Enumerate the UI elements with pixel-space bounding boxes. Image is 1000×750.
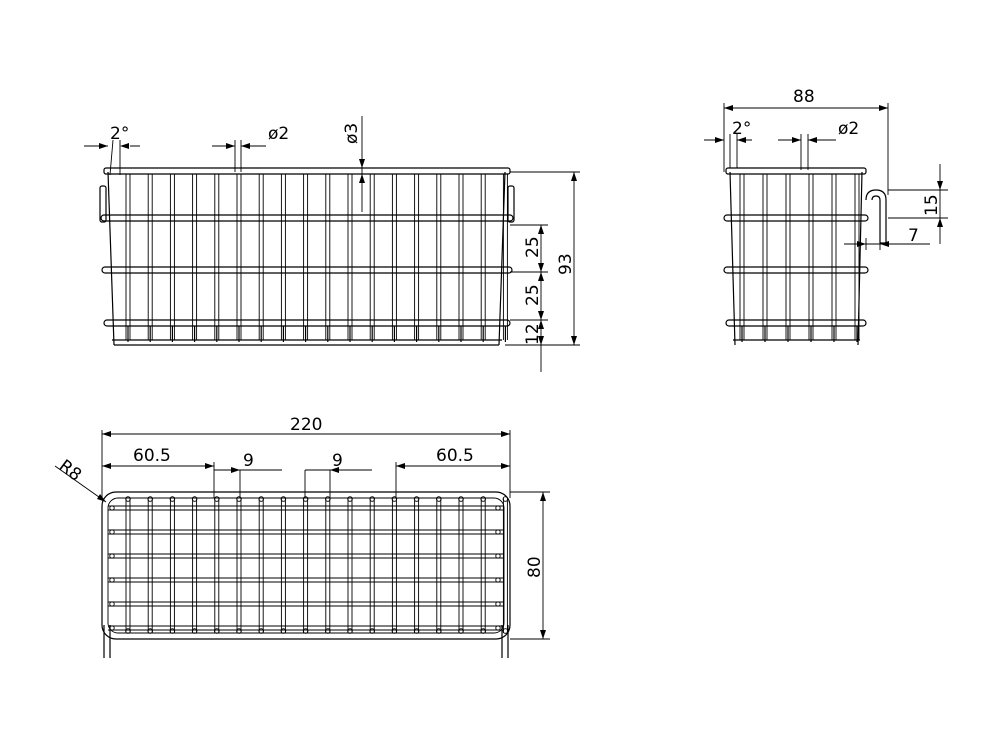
top-cross-end — [495, 601, 501, 607]
side-vertical-wires — [739, 174, 860, 340]
side-basket-frame — [723, 167, 887, 346]
top-wire-end — [502, 628, 509, 634]
top-cross-end — [495, 505, 501, 511]
top-wire-end — [280, 628, 287, 634]
top-wire-end — [191, 496, 198, 502]
top-wire-end — [325, 496, 331, 502]
top-wire-end — [147, 628, 153, 634]
front-wire-diameter-label: ø2 — [268, 124, 289, 144]
top-wire-end — [347, 628, 353, 634]
front-vertical-wires — [125, 174, 508, 340]
side-angle-dimension: 2° — [704, 119, 752, 168]
top-spacing-dimensions: 60.5 60.5 9 9 — [102, 446, 510, 498]
top-wire-end — [169, 628, 176, 634]
top-cross-end — [109, 601, 115, 607]
top-wire-end — [391, 628, 398, 634]
front-spacing-top-label: 25 — [523, 236, 543, 258]
front-angle-label: 2° — [110, 124, 129, 144]
top-margin-left-label: 60.5 — [133, 446, 171, 466]
front-height-dimensions: 25 25 12 93 — [505, 171, 580, 372]
top-wire-end — [125, 496, 131, 502]
front-wire-diameter-dimension: ø2 — [212, 124, 289, 172]
front-view: 2° ø2 ø3 25 25 — [84, 116, 580, 372]
top-wire-end — [391, 496, 398, 502]
top-wire-end — [369, 628, 375, 634]
top-wire-end — [502, 496, 509, 502]
top-radius-dimension: R8 — [54, 456, 107, 503]
top-length-label: 220 — [290, 415, 322, 435]
side-angle-label: 2° — [732, 119, 751, 139]
front-rim-diameter-label: ø3 — [342, 123, 362, 144]
top-wire-end — [147, 496, 153, 502]
top-wire-end — [236, 496, 242, 502]
top-gap-left-label: 9 — [243, 451, 254, 471]
top-cross-end — [109, 577, 115, 583]
top-cross-end — [495, 625, 501, 631]
top-cross-end — [109, 505, 115, 511]
top-radius-label: R8 — [55, 456, 85, 486]
top-wire-end — [458, 496, 464, 502]
top-wire-end — [280, 496, 287, 502]
top-wire-end — [214, 628, 220, 634]
top-wire-end — [325, 628, 331, 634]
front-spacing-mid-label: 25 — [523, 284, 543, 306]
top-wire-end — [258, 496, 264, 502]
top-wire-end — [413, 628, 420, 634]
top-wire-end — [191, 628, 198, 634]
side-wire-feet — [741, 326, 858, 342]
top-cross-end — [109, 553, 115, 559]
top-depth-label: 80 — [525, 556, 545, 578]
top-wire-end — [347, 496, 353, 502]
top-gap-right-label: 9 — [332, 451, 343, 471]
top-wire-end — [436, 628, 442, 634]
top-cross-end — [109, 529, 115, 535]
side-wire-diameter-dimension: ø2 — [778, 119, 859, 170]
side-view: 88 2° ø2 15 7 — [704, 87, 948, 346]
top-wire-end — [214, 496, 220, 502]
side-hook-dimensions: 15 7 — [844, 164, 948, 250]
side-wire-diameter-label: ø2 — [838, 119, 859, 139]
top-cross-end — [495, 577, 501, 583]
front-height-label: 93 — [556, 253, 576, 275]
top-cross-end — [495, 553, 501, 559]
top-wire-end — [413, 496, 420, 502]
top-wire-end — [236, 628, 242, 634]
front-basket-frame — [99, 167, 515, 346]
top-wire-end — [480, 496, 486, 502]
top-wire-end — [302, 496, 309, 502]
top-margin-right-label: 60.5 — [436, 446, 474, 466]
top-wire-end — [258, 628, 264, 634]
top-wire-end — [436, 496, 442, 502]
top-wire-end — [480, 628, 486, 634]
top-cross-end — [495, 529, 501, 535]
side-hook-depth-label: 7 — [908, 226, 919, 246]
front-rim-diameter-dimension: ø3 — [342, 116, 365, 212]
top-long-wires — [125, 496, 509, 634]
side-hook-height-label: 15 — [922, 194, 942, 216]
top-wire-end — [458, 628, 464, 634]
top-depth-dimension: 80 — [510, 491, 550, 640]
top-wire-end — [125, 628, 131, 634]
top-wire-end — [369, 496, 375, 502]
front-foot-height-label: 12 — [523, 323, 543, 345]
side-width-dimension: 88 — [723, 87, 889, 195]
top-cross-wires — [108, 505, 504, 631]
front-wire-feet — [127, 326, 506, 342]
top-cross-end — [109, 625, 115, 631]
side-width-label: 88 — [793, 87, 815, 107]
front-angle-dimension: 2° — [84, 124, 140, 176]
top-length-dimension: 220 — [101, 415, 511, 498]
top-view: 220 60.5 60.5 9 9 R8 — [54, 415, 550, 658]
top-wire-end — [169, 496, 176, 502]
top-wire-end — [302, 628, 309, 634]
